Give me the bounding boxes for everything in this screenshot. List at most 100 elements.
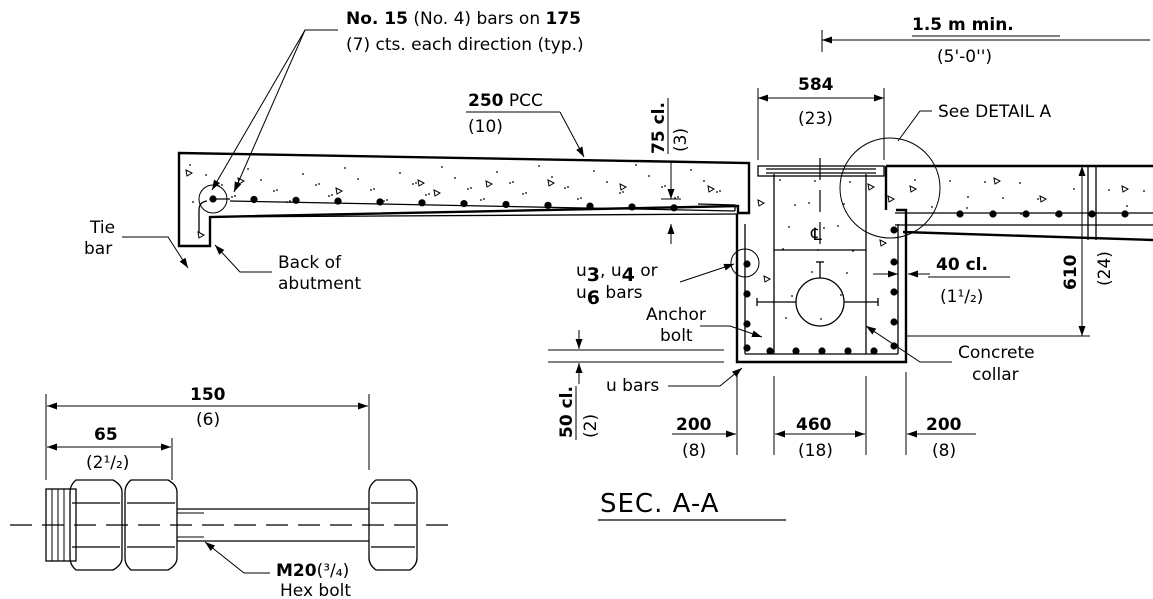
aggregate-speck bbox=[1020, 213, 1022, 215]
aggregate-speck bbox=[231, 196, 233, 198]
aggregate-speck bbox=[509, 182, 511, 184]
svg-text:Hex bolt: Hex bolt bbox=[280, 581, 351, 599]
aggregate-speck bbox=[580, 197, 582, 199]
svg-text:50 cl.: 50 cl. bbox=[557, 386, 577, 438]
see-detail-a-callout: See DETAIL A bbox=[839, 102, 1052, 239]
aggregate-speck bbox=[331, 194, 333, 196]
rebar-dot bbox=[890, 226, 898, 234]
tie-bar-label: Tie bar bbox=[84, 218, 189, 269]
aggregate-speck bbox=[779, 179, 781, 181]
aggregate-mark bbox=[547, 179, 556, 187]
rebar-dot bbox=[890, 258, 898, 266]
aggregate-speck bbox=[849, 181, 851, 183]
rebar-dot bbox=[743, 290, 751, 298]
svg-text:200: 200 bbox=[926, 415, 962, 435]
aggregate-mark bbox=[197, 231, 206, 239]
svg-text:collar: collar bbox=[972, 365, 1019, 385]
aggregate-speck bbox=[811, 271, 813, 273]
rebar-dot bbox=[743, 320, 751, 328]
svg-text:(8): (8) bbox=[932, 441, 956, 461]
aggregate-speck bbox=[619, 192, 621, 194]
rebar-dot bbox=[1121, 210, 1129, 218]
aggregate-speck bbox=[428, 193, 430, 195]
approach-slab bbox=[177, 151, 751, 248]
aggregate-speck bbox=[840, 294, 842, 296]
aggregate-speck bbox=[606, 181, 608, 183]
aggregate-speck bbox=[399, 172, 401, 174]
aggregate-mark bbox=[619, 183, 628, 191]
rebar-dot bbox=[334, 197, 342, 205]
svg-text:584: 584 bbox=[798, 75, 834, 95]
rebar-dot bbox=[870, 347, 878, 355]
aggregate-speck bbox=[496, 171, 498, 173]
aggregate-speck bbox=[538, 165, 540, 167]
svg-text:(1¹/₂): (1¹/₂) bbox=[940, 287, 983, 307]
clear-cover-40-dimension: 40 cl. (1¹/₂) bbox=[873, 255, 1010, 307]
svg-text:M20(³/₄): M20(³/₄) bbox=[276, 561, 349, 581]
aggregate-speck bbox=[1126, 205, 1128, 207]
hex-bolt-label: M20(³/₄) Hex bolt bbox=[276, 561, 351, 599]
svg-text:SEC. A-A: SEC. A-A bbox=[600, 489, 719, 519]
aggregate-speck bbox=[794, 204, 796, 206]
aggregate-speck bbox=[1143, 190, 1145, 192]
svg-text:(7) cts. each direction (typ.): (7) cts. each direction (typ.) bbox=[346, 35, 584, 55]
svg-text:Tie: Tie bbox=[89, 218, 115, 238]
aggregate-speck bbox=[782, 248, 784, 250]
aggregate-speck bbox=[567, 186, 569, 188]
aggregate-speck bbox=[661, 186, 663, 188]
aggregate-speck bbox=[1090, 215, 1092, 217]
aggregate-mark bbox=[433, 189, 442, 197]
bolt-detail: 150 (6) 65 (2¹/₂) bbox=[10, 385, 448, 574]
pcc-thickness-label: 250 PCC (10) bbox=[466, 91, 585, 158]
bottom-cover-dimension: 50 cl. (2) bbox=[548, 330, 724, 440]
aggregate-speck bbox=[1037, 198, 1039, 200]
aggregate-speck bbox=[820, 318, 822, 320]
svg-text:(24): (24) bbox=[1095, 251, 1115, 286]
rebar-dot bbox=[766, 347, 774, 355]
aggregate-speck bbox=[843, 203, 845, 205]
svg-text:40 cl.: 40 cl. bbox=[936, 255, 988, 275]
rebar-dot bbox=[890, 318, 898, 326]
aggregate-speck bbox=[247, 168, 249, 170]
aggregate-speck bbox=[386, 199, 388, 201]
aggregate-speck bbox=[593, 170, 595, 172]
aggregate-speck bbox=[677, 196, 679, 198]
aggregate-speck bbox=[551, 176, 553, 178]
rebar-dot bbox=[956, 210, 964, 218]
rebar-note: No. 15 (No. 4) bars on 175 (7) cts. each… bbox=[211, 9, 584, 193]
svg-text:bar: bar bbox=[84, 239, 112, 259]
svg-text:65: 65 bbox=[94, 425, 118, 445]
aggregate-speck bbox=[785, 317, 787, 319]
aggregate-speck bbox=[234, 195, 236, 197]
aggregate-speck bbox=[344, 167, 346, 169]
svg-text:75 cl.: 75 cl. bbox=[649, 102, 669, 154]
aggregate-speck bbox=[690, 169, 692, 171]
rebar-dot bbox=[250, 195, 258, 204]
rebar-dot bbox=[890, 288, 898, 296]
tie-bar-circle bbox=[198, 184, 228, 214]
aggregate-speck bbox=[276, 189, 278, 191]
rebar-dots bbox=[209, 195, 1129, 355]
aggregate-speck bbox=[467, 188, 469, 190]
aggregate-speck bbox=[846, 272, 848, 274]
svg-text:(8): (8) bbox=[682, 441, 706, 461]
bottom-width-dimensions: 200 (8) 460 (18) 200 (8) bbox=[672, 372, 976, 461]
rebar-dot bbox=[460, 200, 468, 208]
aggregate-speck bbox=[189, 164, 191, 166]
rebar-dot bbox=[743, 260, 751, 268]
aggregate-speck bbox=[425, 194, 427, 196]
anchor-bolt-label: Anchor bolt bbox=[646, 305, 763, 346]
rebar-dot bbox=[890, 342, 898, 350]
aggregate-speck bbox=[412, 183, 414, 185]
aggregate-speck bbox=[318, 183, 320, 185]
aggregate-speck bbox=[415, 182, 417, 184]
aggregate-speck bbox=[454, 177, 456, 179]
aggregate-speck bbox=[205, 174, 207, 176]
rebar-dot bbox=[292, 196, 300, 204]
aggregate-speck bbox=[273, 190, 275, 192]
aggregate-speck bbox=[931, 206, 933, 208]
aggregate-speck bbox=[564, 187, 566, 189]
rebar-dot bbox=[1055, 210, 1063, 218]
svg-text:(2): (2) bbox=[581, 414, 601, 438]
aggregate-speck bbox=[949, 180, 951, 182]
